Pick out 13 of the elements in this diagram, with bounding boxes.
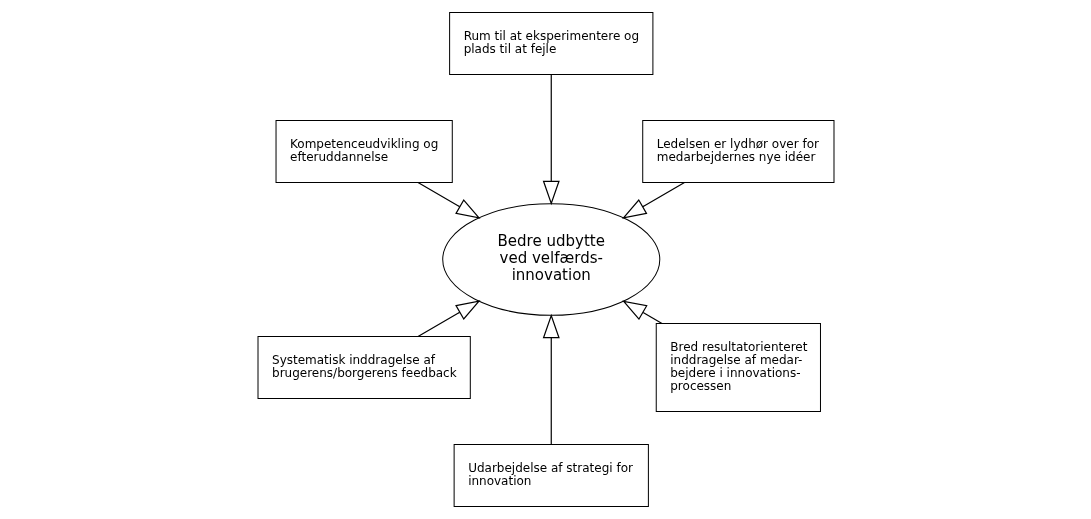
arrow [416,182,481,219]
arrow [542,313,560,445]
node-box: Rum til at eksperimentere og plads til at fejle [448,11,653,75]
node-box: Kompetenceudvikling og efteruddannelse [275,119,453,183]
node-box: Bred resultatorienteret inddragelse af medar- bejdere i innovations- processen [655,322,821,413]
node-box: Ledelsen er lydhør over for medarbejdernes nye idéer [641,119,834,183]
arrow [416,300,481,338]
node-box: Udarbejdelse af strategi for innovation [453,444,649,508]
arrow [621,182,685,219]
arrow [621,300,663,325]
node-box: Systematisk inddragelse af brugerens/borgerens feedback [257,336,471,400]
node-ellipse: Bedre udbytte ved velfærds- innovation [441,203,660,316]
arrow [542,74,560,206]
